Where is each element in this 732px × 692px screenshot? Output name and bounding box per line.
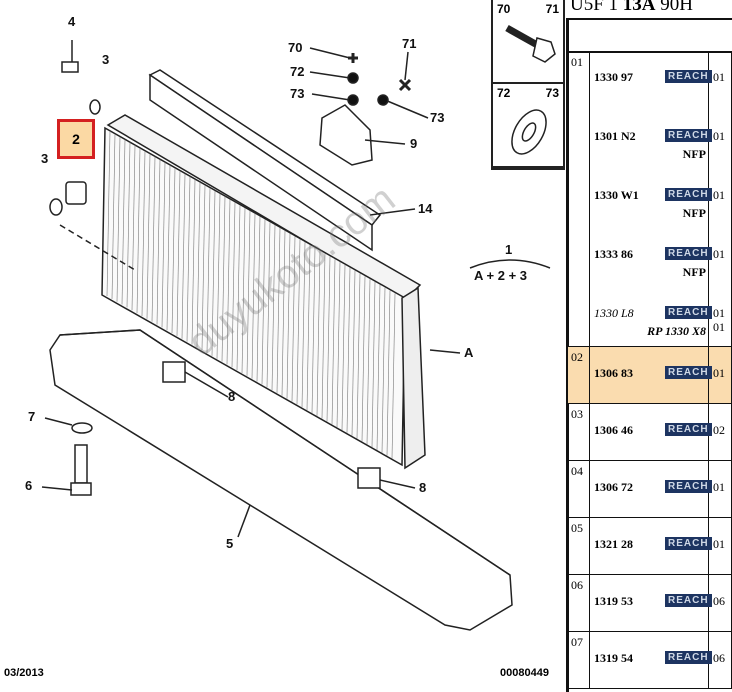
position-number: 06 — [568, 575, 590, 631]
position-number: 03 — [568, 404, 590, 460]
callout-72[interactable]: 72 — [290, 64, 305, 79]
reach-badge: REACH — [665, 423, 712, 436]
position-number: 01 — [568, 52, 590, 346]
inset-bolt: 70 71 — [493, 0, 563, 84]
table-row[interactable]: 05 1321 28 REACH 01 — [568, 518, 732, 575]
reach-badge: REACH — [665, 366, 712, 379]
hardware-inset: 70 71 72 73 — [491, 0, 565, 170]
part-note: NFP — [682, 206, 706, 220]
part-reference[interactable]: 1330 L8 — [594, 306, 634, 320]
callout-73[interactable]: 73 — [430, 110, 445, 125]
table-row[interactable]: 02 1306 83 REACH 01 — [568, 347, 732, 404]
table-title: U5F 1 13A 90H — [570, 0, 694, 15]
inset-label: 70 — [497, 2, 511, 16]
washer-icon — [511, 109, 547, 155]
quantity: 01 — [713, 129, 725, 143]
part-reference[interactable]: 1306 83 — [594, 366, 633, 380]
quantity: 01 — [713, 188, 725, 202]
callout-8[interactable]: 8 — [419, 480, 427, 495]
table-row[interactable]: 04 1306 72 REACH 01 — [568, 461, 732, 518]
callout-A[interactable]: A — [464, 345, 474, 360]
callout-2-selected[interactable]: 2 — [57, 119, 95, 159]
reach-badge: REACH — [665, 188, 712, 201]
inset-washer: 72 73 — [493, 84, 563, 168]
inset-label: 71 — [545, 2, 559, 16]
inset-label: 72 — [497, 86, 511, 100]
part-reference[interactable]: 1330 97 — [594, 70, 633, 84]
part-reference[interactable]: 1306 46 — [594, 423, 633, 437]
part-reference[interactable]: 1319 53 — [594, 594, 633, 608]
callout-6[interactable]: 6 — [25, 478, 33, 493]
part-note: RP 1330 X8 — [647, 324, 706, 338]
quantity: 06 — [713, 651, 725, 665]
position-number: 05 — [568, 518, 590, 574]
callout-7[interactable]: 7 — [28, 409, 36, 424]
quantity: 01 — [713, 480, 725, 494]
callout-8[interactable]: 8 — [228, 389, 236, 404]
callout-3[interactable]: 3 — [102, 52, 110, 67]
quantity: 01 — [713, 366, 725, 380]
inset-label: 73 — [545, 86, 559, 100]
quantity: 01 — [713, 320, 725, 334]
callout-9[interactable]: 9 — [410, 136, 418, 151]
callout-4[interactable]: 4 — [68, 14, 76, 29]
part-reference[interactable]: 1319 54 — [594, 651, 633, 665]
quantity: 01 — [713, 537, 725, 551]
part-reference[interactable]: 1333 86 — [594, 247, 633, 261]
callout-71[interactable]: 71 — [402, 36, 417, 51]
callout-14[interactable]: 14 — [418, 201, 433, 216]
reach-badge: REACH — [665, 70, 712, 83]
callout-1[interactable]: 1 — [505, 242, 513, 257]
reach-badge: REACH — [665, 651, 712, 664]
reach-badge: REACH — [665, 306, 712, 319]
table-row[interactable]: 07 1319 54 REACH 06 — [568, 632, 732, 689]
position-number: 04 — [568, 461, 590, 517]
quantity: 01 — [713, 70, 725, 84]
table-row[interactable]: 06 1319 53 REACH 06 — [568, 575, 732, 632]
reach-badge: REACH — [665, 594, 712, 607]
table-row[interactable]: 03 1306 46 REACH 02 — [568, 404, 732, 461]
callout-73[interactable]: 73 — [290, 86, 305, 101]
radiator-illustration — [41, 40, 551, 631]
part-reference[interactable]: 1321 28 — [594, 537, 633, 551]
parts-diagram: 4 3 2 3 70 72 73 71 73 9 14 1 A + 2 + 3 … — [4, 0, 565, 679]
bolt-icon — [505, 24, 556, 63]
quantity: 01 — [713, 247, 725, 261]
doc-number: 00080449 — [500, 667, 549, 679]
part-note: NFP — [682, 265, 706, 279]
quantity: 02 — [713, 423, 725, 437]
quantity: 06 — [713, 594, 725, 608]
part-reference[interactable]: 1330 W1 — [594, 188, 639, 202]
position-number: 07 — [568, 632, 590, 688]
part-note: NFP — [682, 147, 706, 161]
reach-badge: REACH — [665, 129, 712, 142]
date-label: 03/2013 — [4, 667, 44, 679]
quantity: 01 — [713, 306, 725, 320]
reach-badge: REACH — [665, 537, 712, 550]
callout-3[interactable]: 3 — [41, 151, 49, 166]
reach-badge: REACH — [665, 247, 712, 260]
part-reference[interactable]: 1306 72 — [594, 480, 633, 494]
part-reference[interactable]: 1301 N2 — [594, 129, 636, 143]
reach-badge: REACH — [665, 480, 712, 493]
position-number: 02 — [568, 347, 590, 403]
callout-5[interactable]: 5 — [226, 536, 234, 551]
assembly-formula: A + 2 + 3 — [474, 268, 527, 283]
callout-70[interactable]: 70 — [288, 40, 303, 55]
